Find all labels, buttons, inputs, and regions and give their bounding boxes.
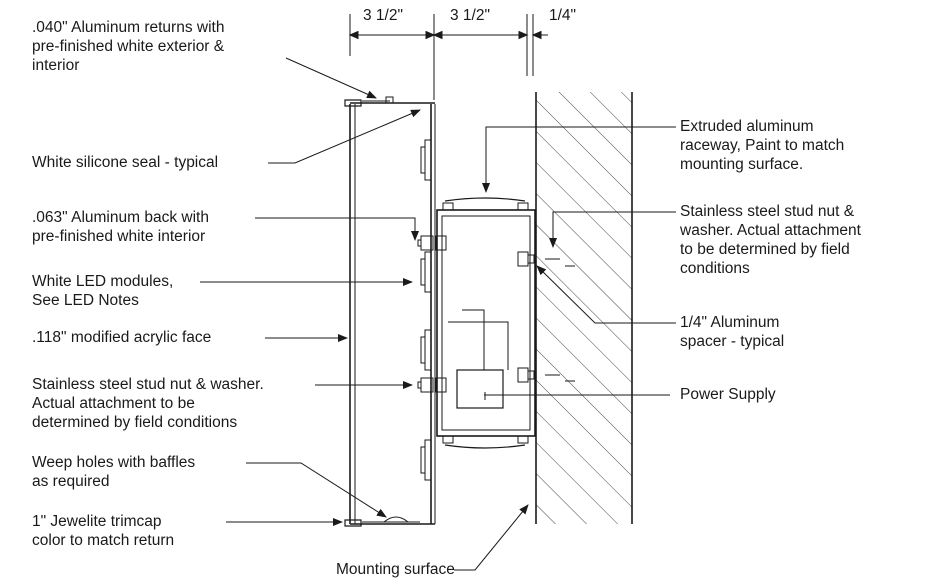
label-stud-nut-left: Stainless steel stud nut & washer. Actua… [32,376,264,431]
label-spacer: 1/4" Aluminum spacer - typical [680,314,785,350]
label-acrylic-face: .118" modified acrylic face [32,329,212,346]
dimension-label-spacer: 1/4" [549,7,577,24]
leader-lines [200,57,676,571]
dimension-lines [348,14,548,100]
dimension-label-face-depth: 3 1/2" [363,7,403,24]
raceway [435,197,575,449]
mounting-wall [535,92,633,524]
label-aluminum-returns: .040" Aluminum returns with pre-finished… [32,19,225,74]
label-mounting-surface: Mounting surface [336,561,455,578]
label-led-modules: White LED modules, See LED Notes [32,273,174,309]
label-aluminum-back: .063" Aluminum back with pre-finished wh… [32,209,209,245]
dimension-label-raceway-depth: 3 1/2" [450,7,490,24]
label-silicone-seal: White silicone seal - typical [32,154,219,171]
label-trimcap: 1" Jewelite trimcap color to match retur… [32,513,175,549]
label-raceway: Extruded aluminum raceway, Paint to matc… [680,118,845,173]
label-stud-nut-right: Stainless steel stud nut & washer. Actua… [680,203,861,277]
sign-cabinet [344,96,436,527]
label-power-supply: Power Supply [680,386,776,403]
label-weep-holes: Weep holes with baffles as required [32,454,196,490]
